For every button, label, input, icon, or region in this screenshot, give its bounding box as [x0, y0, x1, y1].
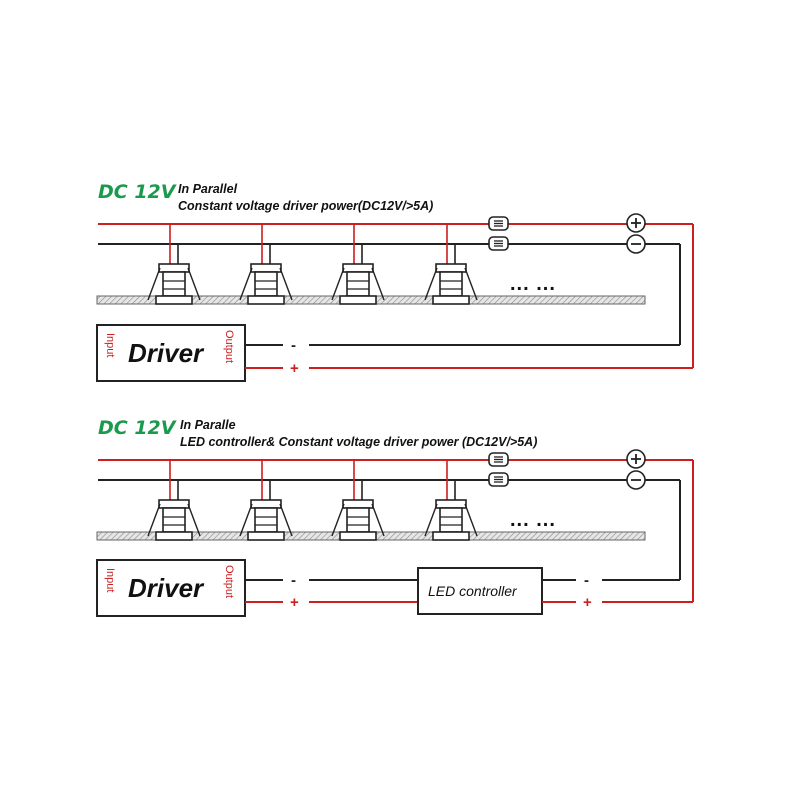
negative-controller-mark: -	[584, 572, 589, 589]
driver-output-label: Output	[223, 565, 235, 598]
positive-output-mark: +	[290, 360, 299, 377]
downlight-icon	[331, 460, 385, 541]
driver-input-label: Input	[104, 333, 116, 357]
led-controller-box	[417, 567, 543, 615]
dc-voltage-label: DC 12V	[98, 417, 177, 439]
connection-mode-label: In Parallel	[178, 182, 238, 196]
downlight-icon	[424, 460, 478, 541]
driver-description: Constant voltage driver power(DC12V/>5A)	[178, 199, 433, 213]
more-lights-indicator: ... ...	[510, 509, 556, 531]
driver-input-label: Input	[104, 568, 116, 592]
positive-controller-mark: +	[583, 594, 592, 611]
downlight-icon	[424, 224, 478, 305]
positive-output-mark: +	[290, 594, 299, 611]
minus-terminal-icon	[626, 470, 646, 490]
driver-output-label: Output	[223, 330, 235, 363]
wire-connector-icon	[488, 472, 509, 487]
led-controller-label: LED controller	[428, 583, 518, 599]
driver-box	[96, 559, 246, 617]
negative-output-mark: -	[291, 572, 296, 589]
downlight-icon	[239, 460, 293, 541]
driver-label: Driver	[128, 338, 205, 368]
wire-connector-icon	[488, 216, 509, 231]
connection-mode-label: In Paralle	[180, 418, 236, 432]
downlight-icon	[331, 224, 385, 305]
diagram-top: DC 12V In Parallel Constant voltage driv…	[96, 181, 694, 382]
minus-terminal-icon	[626, 234, 646, 254]
downlight-icon	[239, 224, 293, 305]
driver-box	[96, 324, 246, 382]
downlight-icon	[147, 224, 201, 305]
downlight-icon	[147, 460, 201, 541]
dc-voltage-label: DC 12V	[98, 181, 177, 203]
wire-connector-icon	[488, 236, 509, 251]
driver-label: Driver	[128, 573, 205, 603]
plus-terminal-icon	[626, 213, 646, 233]
more-lights-indicator: ... ...	[510, 273, 556, 295]
negative-output-mark: -	[291, 337, 296, 354]
plus-terminal-icon	[626, 449, 646, 469]
wire-connector-icon	[488, 452, 509, 467]
diagram-bottom: DC 12V In Paralle LED controller& Consta…	[96, 417, 694, 617]
driver-description: LED controller& Constant voltage driver …	[180, 435, 537, 449]
